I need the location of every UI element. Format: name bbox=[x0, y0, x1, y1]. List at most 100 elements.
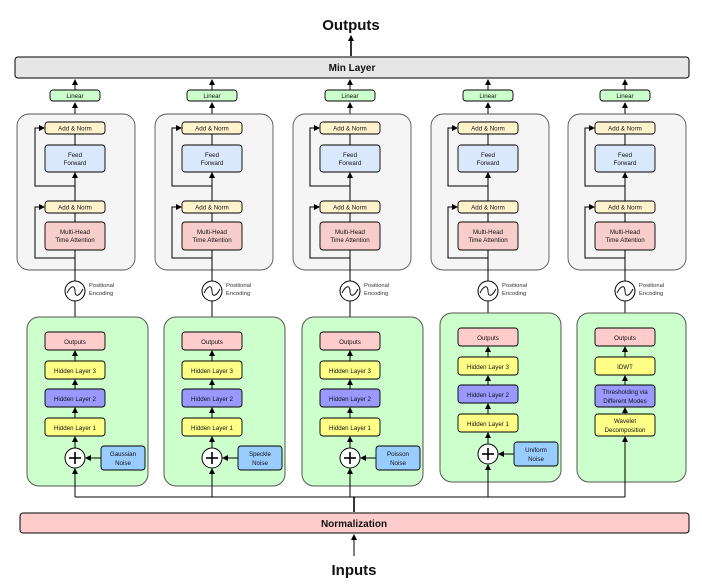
residual-connection bbox=[447, 204, 488, 259]
linear-box bbox=[49, 89, 101, 102]
add-norm-label: Add & Norm bbox=[333, 205, 367, 212]
sine-wave-icon bbox=[479, 286, 497, 296]
attention-label: Multi-Head bbox=[473, 229, 503, 236]
layer-label: Thresholding via bbox=[602, 389, 648, 396]
add-norm-label: Add & Norm bbox=[608, 126, 642, 133]
layer-label: Hidden Layer 1 bbox=[329, 425, 372, 432]
attention-label: Time Attention bbox=[605, 237, 645, 244]
layer-label: Hidden Layer 3 bbox=[329, 368, 372, 375]
layer-label: Hidden Layer 2 bbox=[54, 396, 97, 403]
linear-box bbox=[599, 89, 651, 102]
layer-label: Hidden Layer 2 bbox=[191, 396, 234, 403]
linear-label: Linear bbox=[203, 93, 220, 100]
min-layer: Min Layer bbox=[14, 56, 690, 79]
normalization-label: Normalization bbox=[321, 519, 387, 530]
add-norm-label: Add & Norm bbox=[471, 126, 505, 133]
residual-connection bbox=[584, 125, 625, 187]
noise-label: Noise bbox=[115, 460, 131, 467]
positional-encoding-label: Positional bbox=[364, 283, 389, 289]
positional-encoding-label: Positional bbox=[226, 283, 251, 289]
attention-box bbox=[594, 221, 656, 251]
linear-box bbox=[462, 89, 514, 102]
positional-encoding-label: Encoding bbox=[364, 291, 388, 297]
attention-label: Time Attention bbox=[468, 237, 508, 244]
attention-label: Time Attention bbox=[330, 237, 370, 244]
attention-box bbox=[181, 221, 243, 251]
feed-forward-label: Forward bbox=[614, 160, 637, 167]
normalization-layer: Normalization bbox=[19, 512, 690, 534]
add-norm-label: Add & Norm bbox=[58, 205, 92, 212]
sine-wave-icon bbox=[616, 286, 634, 296]
residual-connection bbox=[584, 204, 625, 259]
feed-forward-label: Feed bbox=[618, 152, 633, 159]
residual-connection bbox=[309, 204, 350, 259]
attention-box bbox=[319, 221, 381, 251]
layer-label: Hidden Layer 2 bbox=[329, 396, 372, 403]
linear-label: Linear bbox=[341, 93, 358, 100]
input-distribution-bus bbox=[75, 496, 625, 512]
feed-forward-label: Forward bbox=[64, 160, 87, 167]
noise-label: Gaussian bbox=[110, 451, 137, 458]
linear-label: Linear bbox=[479, 93, 496, 100]
positional-encoding-label: Encoding bbox=[639, 291, 663, 297]
positional-encoding-label: Encoding bbox=[502, 291, 526, 297]
feed-forward-label: Feed bbox=[68, 152, 83, 159]
residual-connection bbox=[34, 204, 75, 259]
layer-label: IDWT bbox=[617, 364, 633, 371]
layer-label: Wavelet bbox=[614, 418, 636, 425]
layer-label: Hidden Layer 1 bbox=[54, 425, 97, 432]
min-layer-label: Min Layer bbox=[329, 63, 376, 74]
linear-label: Linear bbox=[616, 93, 633, 100]
residual-connection bbox=[309, 125, 350, 187]
layer-label: Decomposition bbox=[605, 427, 646, 434]
attention-label: Multi-Head bbox=[197, 229, 227, 236]
inputs-title: Inputs bbox=[332, 562, 377, 579]
branch-outputs-label: Outputs bbox=[614, 335, 636, 342]
residual-connection bbox=[171, 204, 212, 259]
feed-forward-label: Feed bbox=[481, 152, 496, 159]
positional-encoding-label: Positional bbox=[502, 283, 527, 289]
residual-connection bbox=[34, 125, 75, 187]
linear-box bbox=[324, 89, 376, 102]
add-norm-label: Add & Norm bbox=[195, 126, 229, 133]
add-norm-label: Add & Norm bbox=[333, 126, 367, 133]
add-norm-label: Add & Norm bbox=[608, 205, 642, 212]
add-norm-label: Add & Norm bbox=[58, 126, 92, 133]
layer-label: Hidden Layer 2 bbox=[467, 392, 510, 399]
attention-box bbox=[457, 221, 519, 251]
linear-box bbox=[186, 89, 238, 102]
noise-label: Speckle bbox=[249, 451, 272, 458]
attention-label: Multi-Head bbox=[610, 229, 640, 236]
layer-label: Hidden Layer 3 bbox=[191, 368, 234, 375]
layer-label: Different Modes bbox=[603, 398, 647, 405]
noise-label: Uniform bbox=[525, 447, 547, 454]
layer-label: Hidden Layer 3 bbox=[467, 364, 510, 371]
positional-encoding-label: Encoding bbox=[226, 291, 250, 297]
branch-outputs-label: Outputs bbox=[64, 339, 86, 346]
add-norm-label: Add & Norm bbox=[471, 205, 505, 212]
noise-label: Noise bbox=[528, 456, 544, 463]
attention-label: Multi-Head bbox=[60, 229, 90, 236]
outputs-title: Outputs bbox=[322, 17, 380, 34]
attention-label: Time Attention bbox=[192, 237, 232, 244]
feed-forward-label: Feed bbox=[205, 152, 220, 159]
layer-label: Hidden Layer 1 bbox=[467, 421, 510, 428]
attention-label: Multi-Head bbox=[335, 229, 365, 236]
positional-encoding-label: Encoding bbox=[89, 291, 113, 297]
positional-encoding-label: Positional bbox=[89, 283, 114, 289]
layer-label: Hidden Layer 1 bbox=[191, 425, 234, 432]
feed-forward-label: Forward bbox=[201, 160, 224, 167]
branch-outputs-label: Outputs bbox=[339, 339, 361, 346]
feed-forward-label: Forward bbox=[477, 160, 500, 167]
attention-box bbox=[44, 221, 106, 251]
noise-label: Noise bbox=[252, 460, 268, 467]
feed-forward-label: Forward bbox=[339, 160, 362, 167]
